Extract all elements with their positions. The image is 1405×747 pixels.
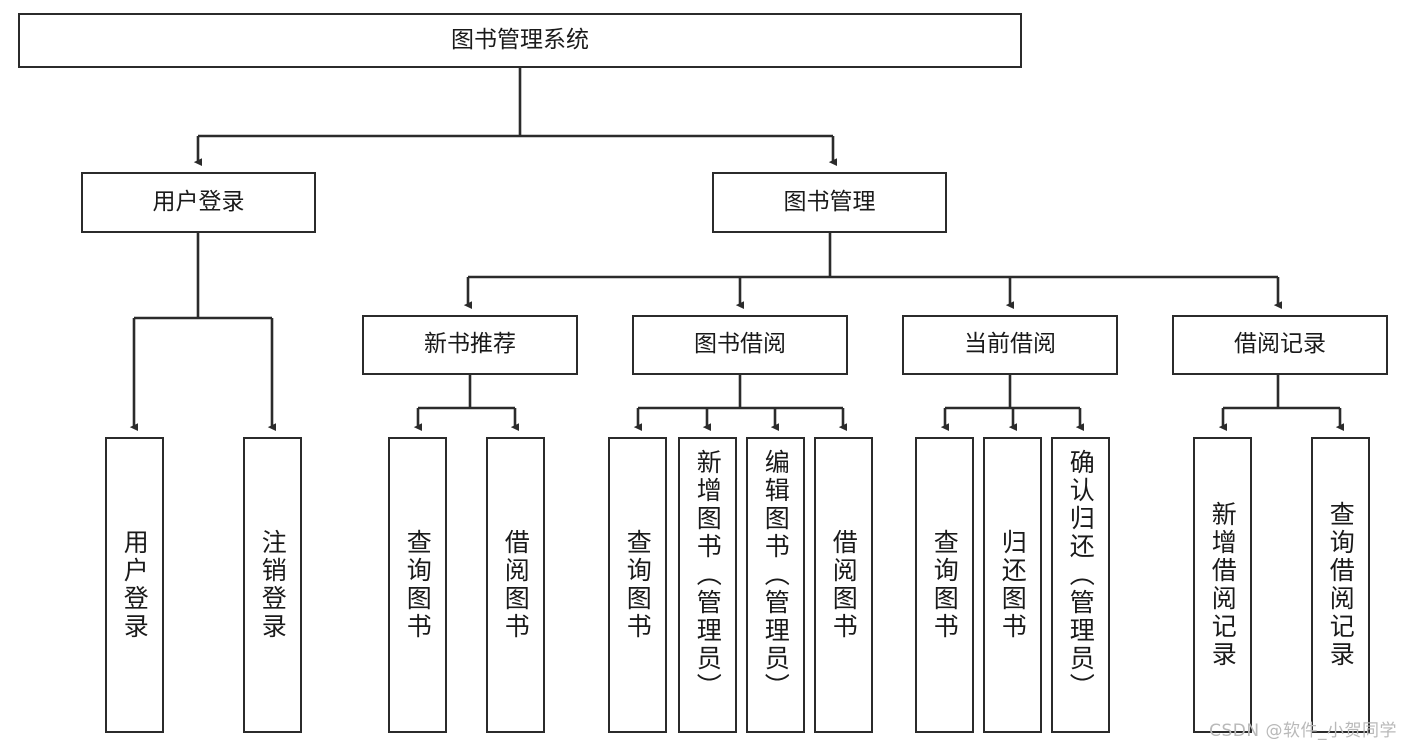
leaf-current-borrow-query[interactable]: 查询图书 [915, 437, 974, 733]
connector-group-current-borrow [940, 375, 1085, 432]
node-label: 新增图书（管理员） [693, 449, 723, 701]
node-label: 图书管理 [783, 188, 876, 215]
connector-group-book-borrow [633, 375, 848, 432]
node-label: 当前借阅 [964, 331, 1056, 358]
leaf-borrow-record-query[interactable]: 查询借阅记录 [1311, 437, 1370, 733]
node-label: 归还图书 [998, 529, 1028, 641]
leaf-user-login-logout[interactable]: 注销登录 [243, 437, 302, 733]
node-borrow-record[interactable]: 借阅记录 [1172, 315, 1388, 375]
node-label: 新增借阅记录 [1208, 501, 1238, 669]
node-label: 借阅记录 [1234, 331, 1326, 358]
node-label: 确认归还（管理员） [1066, 449, 1096, 701]
node-label: 图书管理系统 [451, 26, 589, 53]
leaf-new-book-borrow[interactable]: 借阅图书 [486, 437, 545, 733]
node-label: 编辑图书（管理员） [761, 449, 791, 701]
node-label: 查询图书 [403, 529, 433, 641]
node-label: 查询图书 [623, 529, 653, 641]
connector-group-book-management [463, 233, 1283, 310]
leaf-new-book-query[interactable]: 查询图书 [388, 437, 447, 733]
connector-group-root [193, 68, 838, 167]
leaf-borrow-record-add[interactable]: 新增借阅记录 [1193, 437, 1252, 733]
node-label: 查询图书 [930, 529, 960, 641]
node-book-management[interactable]: 图书管理 [712, 172, 947, 233]
node-user-login[interactable]: 用户登录 [81, 172, 316, 233]
node-label: 注销登录 [258, 529, 288, 641]
leaf-book-borrow-query[interactable]: 查询图书 [608, 437, 667, 733]
connector-group-borrow-record [1218, 375, 1345, 432]
node-current-borrow[interactable]: 当前借阅 [902, 315, 1118, 375]
leaf-user-login-login[interactable]: 用户登录 [105, 437, 164, 733]
node-label: 查询借阅记录 [1326, 501, 1356, 669]
node-label: 借阅图书 [501, 529, 531, 641]
node-label: 借阅图书 [829, 529, 859, 641]
node-new-book-recommend[interactable]: 新书推荐 [362, 315, 578, 375]
leaf-current-borrow-return[interactable]: 归还图书 [983, 437, 1042, 733]
node-book-borrow[interactable]: 图书借阅 [632, 315, 848, 375]
node-label: 用户登录 [152, 188, 245, 215]
leaf-book-borrow-add[interactable]: 新增图书（管理员） [678, 437, 737, 733]
node-label: 用户登录 [120, 529, 150, 641]
connector-group-user-login [129, 233, 277, 432]
leaf-current-borrow-confirm-return[interactable]: 确认归还（管理员） [1051, 437, 1110, 733]
leaf-book-borrow-borrow[interactable]: 借阅图书 [814, 437, 873, 733]
connector-group-new-book [413, 375, 520, 432]
node-label: 图书借阅 [694, 331, 786, 358]
node-root-system[interactable]: 图书管理系统 [18, 13, 1022, 68]
node-label: 新书推荐 [424, 331, 516, 358]
leaf-book-borrow-edit[interactable]: 编辑图书（管理员） [746, 437, 805, 733]
